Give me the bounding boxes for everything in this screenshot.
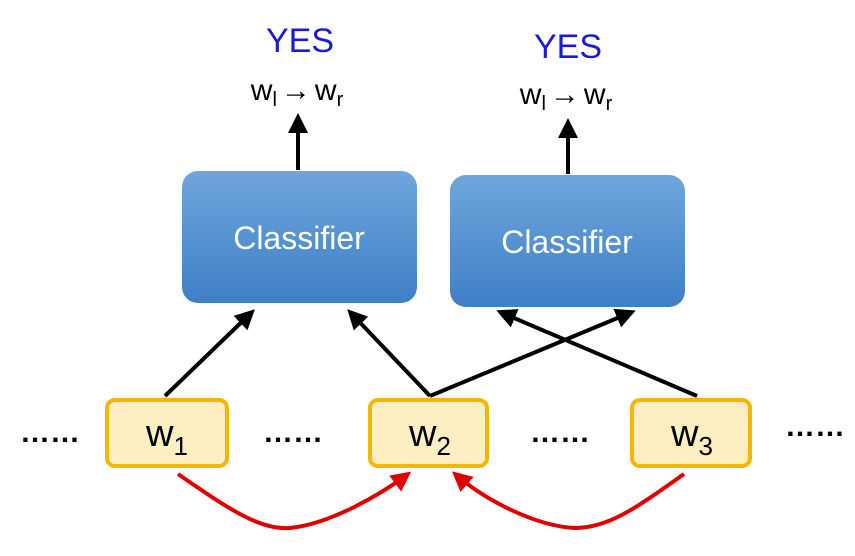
word-w2-label: w2	[408, 413, 451, 461]
w3-to-w2-link-arrow	[451, 471, 686, 531]
classifier-2-label: Classifier	[501, 224, 633, 260]
w3-to-classifier-2-arrow	[496, 309, 698, 398]
w2-to-classifier-2-arrow	[429, 308, 636, 398]
word-w1-label: w1	[145, 413, 188, 461]
classifier-1-label: Classifier	[233, 220, 365, 256]
output-2-rule: wl→wr	[519, 78, 613, 115]
word-w3-box	[630, 398, 752, 468]
word-w1-box	[105, 398, 229, 468]
w1-to-classifier-1-arrow	[163, 309, 255, 398]
w2-to-classifier-1-arrow	[347, 309, 432, 398]
classifier-1-box	[182, 171, 417, 303]
word-w2-box	[368, 398, 489, 468]
ellipsis-4: ……	[785, 410, 845, 443]
w1-to-w2-link-arrow	[176, 471, 412, 531]
output-2-label: YES	[534, 28, 602, 66]
ellipsis-1: ……	[20, 416, 80, 449]
ellipsis-2: ……	[263, 416, 323, 449]
output-1-rule: wl→wr	[250, 74, 344, 111]
word-w3-label: w3	[670, 413, 713, 461]
classifier-2-box	[450, 175, 685, 307]
output-1-label: YES	[266, 22, 334, 60]
ellipsis-3: ……	[530, 416, 590, 449]
